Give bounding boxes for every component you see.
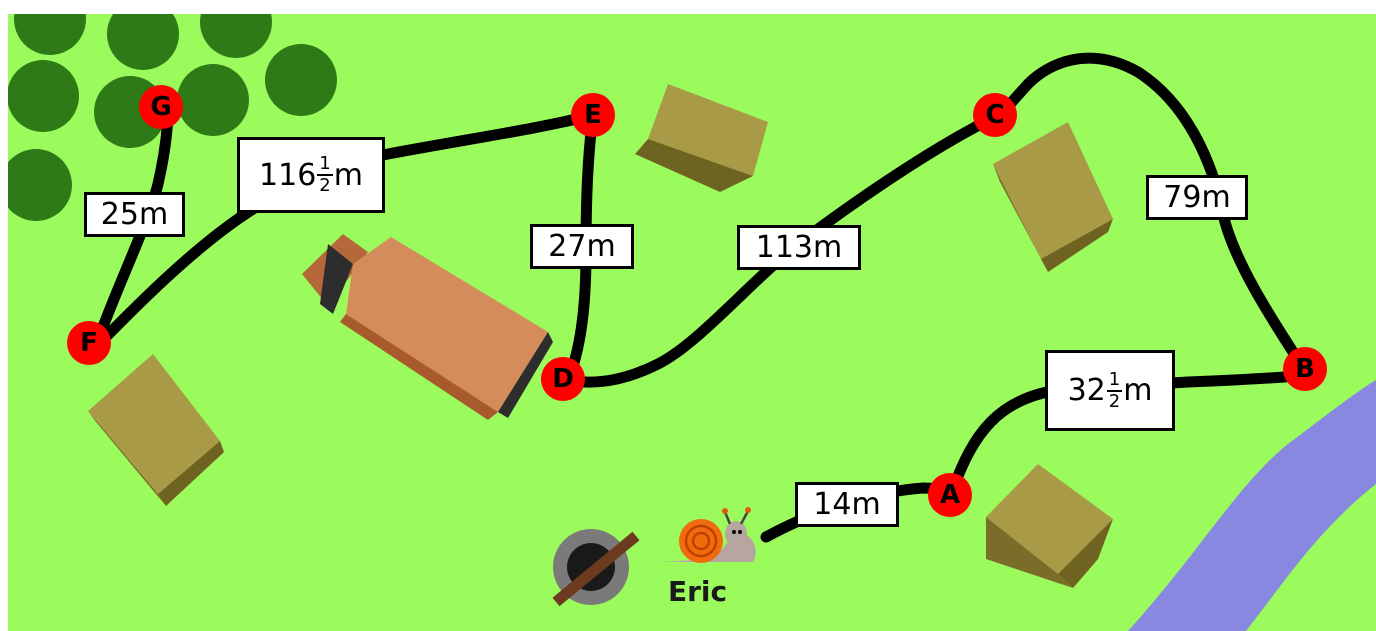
distance-label-B-C: 79m [1146,175,1248,220]
distance-label-start-A: 14m [795,482,899,527]
distance-label-E-F: 116 1 2 m [237,137,385,213]
distance-text: 27m [548,229,616,264]
path-C-to-D [562,108,1007,388]
well-icon [552,529,640,607]
distance-text: 113m [755,230,843,265]
house-icon [993,122,1113,272]
node-C[interactable]: C [973,93,1017,137]
distance-unit: m [333,157,363,193]
node-D[interactable]: D [541,357,585,401]
node-label: E [584,100,602,130]
map-canvas [8,14,1376,631]
tree-icon [8,14,337,221]
node-label: F [80,328,98,358]
distance-fraction: 1 2 [317,153,333,196]
distance-label-D-E: 27m [530,224,634,269]
node-label: A [939,480,961,510]
distance-text: 79m [1163,180,1231,215]
distance-text: 25m [100,197,169,232]
distance-whole: 32 [1067,373,1106,408]
node-G[interactable]: G [139,85,183,129]
house-icon [635,84,768,192]
fraction-denominator: 2 [1108,390,1121,412]
barn-icon [302,234,553,420]
house-icon [986,464,1113,588]
node-F[interactable]: F [67,321,111,365]
node-A[interactable]: A [928,473,972,517]
fraction-denominator: 2 [319,175,331,196]
path-B-to-C [995,52,1314,381]
distance-label-F-G: 25m [84,192,185,237]
distance-fraction: 1 2 [1106,368,1123,412]
distance-label-C-D: 113m [737,225,861,270]
distance-label-A-B: 32 1 2 m [1045,350,1175,431]
distance-unit: m [1123,373,1153,408]
map-scene: 14m 32 1 2 m 79m 113m 27m 116 1 2 m 25m … [8,14,1376,631]
river-icon [1128,380,1376,631]
character-name: Eric [668,575,728,608]
node-label: C [985,100,1005,130]
node-E[interactable]: E [571,93,615,137]
node-label: G [150,92,172,122]
node-B[interactable]: B [1283,347,1327,391]
fraction-numerator: 1 [317,153,333,176]
house-icon [88,354,224,506]
node-label: D [552,364,574,394]
node-label: B [1295,354,1315,384]
distance-whole: 116 [259,157,317,193]
fraction-numerator: 1 [1106,368,1123,392]
distance-text: 14m [813,487,881,522]
snail-icon [663,507,756,563]
